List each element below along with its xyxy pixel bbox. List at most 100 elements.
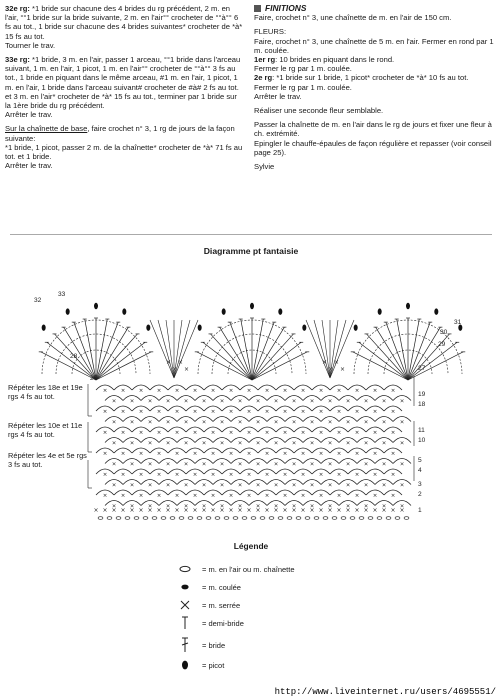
inner-fan-stitch: [173, 319, 183, 379]
mesh-arch: [194, 479, 214, 485]
fan-double-crochet: [396, 318, 409, 381]
legend-item-label: = picot: [202, 660, 225, 670]
mesh-arch: [185, 489, 205, 496]
base-single-crochet: ×: [300, 507, 305, 514]
single-crochet-mark: ×: [283, 493, 288, 499]
single-crochet-mark: ×: [211, 409, 216, 415]
base-chain-stitch: [97, 516, 104, 520]
mesh-arch: [248, 416, 268, 422]
mesh-arch: [257, 468, 277, 475]
picot-mark: [278, 308, 283, 315]
row-number: 10: [418, 437, 426, 444]
mesh-arch: [131, 405, 151, 412]
mesh-arch: [257, 447, 277, 454]
mesh-arch: [113, 468, 133, 475]
single-crochet-mark: ×: [184, 399, 189, 405]
mesh-arch: [392, 500, 412, 506]
row-32-label: 32e rg:: [5, 4, 30, 13]
mesh-arch: [122, 416, 142, 422]
single-crochet-mark: ×: [193, 388, 198, 394]
single-crochet-mark: ×: [193, 430, 198, 436]
inner-fan-stitch: [329, 319, 347, 379]
mesh-arch: [221, 447, 241, 454]
mesh-arch: [221, 426, 241, 433]
mesh-arch: [113, 426, 133, 433]
single-crochet-mark: ×: [211, 430, 216, 436]
single-crochet-mark: ×: [211, 493, 216, 499]
mesh-arch: [365, 426, 385, 433]
source-url: http://www.liveinternet.ru/users/4695551…: [274, 687, 496, 697]
mesh-arch: [122, 395, 142, 401]
mesh-arch: [347, 384, 367, 391]
mesh-arch: [383, 468, 403, 475]
mesh-arch: [257, 384, 277, 391]
single-crochet-mark: ×: [130, 462, 135, 468]
single-crochet-mark: ×: [157, 388, 162, 394]
mesh-arch: [176, 395, 196, 401]
single-crochet-mark: ×: [283, 409, 288, 415]
single-crochet-mark: ×: [346, 504, 351, 510]
repeat-note-10: Répéter les 10e et 11e rgs 4 fs au tot.: [8, 421, 83, 439]
mesh-arch: [167, 384, 187, 391]
mesh-arch: [275, 405, 295, 412]
chain-icon: [170, 561, 200, 577]
fan-double-crochet: [219, 326, 253, 381]
mesh-arch: [149, 489, 169, 496]
mesh-arch: [239, 468, 259, 475]
fan-double-crochet: [46, 341, 97, 381]
single-crochet-mark: ×: [400, 441, 405, 447]
section-divider: [10, 234, 492, 235]
mesh-arch: [275, 426, 295, 433]
single-crochet-mark: ×: [202, 504, 207, 510]
fan-double-crochet: [229, 321, 253, 381]
single-crochet-mark: ×: [238, 399, 243, 405]
base-chain-stitch: [349, 516, 356, 520]
mesh-arch: [284, 500, 304, 506]
single-crochet-mark: ×: [238, 420, 243, 426]
mesh-arch: [122, 458, 142, 464]
base-chain-stitch: [376, 516, 383, 520]
base-chain-stitch: [214, 516, 221, 520]
single-crochet-mark: ×: [355, 472, 360, 478]
mesh-arch: [113, 405, 133, 412]
mesh-arch: [239, 426, 259, 433]
mesh-arch: [392, 479, 412, 485]
single-crochet-mark: ×: [265, 388, 270, 394]
mesh-arch: [104, 416, 124, 422]
single-crochet-mark: ×: [301, 472, 306, 478]
mesh-arch: [347, 447, 367, 454]
single-crochet-mark: ×: [355, 430, 360, 436]
fan-double-crochet: [407, 321, 431, 381]
base-chain-stop: Arrêter le trav.: [5, 161, 53, 171]
mesh-arch: [113, 384, 133, 391]
picot-mark: [377, 308, 382, 315]
fan-double-crochet: [366, 333, 409, 381]
repeat-note-18: Répéter les 18e et 19e rgs 4 fs au tot.: [8, 383, 83, 401]
mesh-arch: [338, 437, 358, 443]
base-chain-stitch: [394, 516, 401, 520]
legend-item-label: = demi-bride: [202, 618, 244, 628]
single-crochet-mark: ×: [229, 388, 234, 394]
mesh-arch: [149, 447, 169, 454]
inner-fan-stitch: [329, 319, 355, 379]
base-chain-stitch: [187, 516, 194, 520]
base-chain-stitch: [277, 516, 284, 520]
mesh-arch: [203, 447, 223, 454]
base-single-crochet: ×: [174, 507, 179, 514]
single-crochet-mark: ×: [319, 409, 324, 415]
single-crochet-mark: ×: [193, 493, 198, 499]
mesh-arch: [383, 489, 403, 496]
pin-line: Epingler le chauffe-épaules de façon rég…: [254, 138, 492, 157]
single-crochet-mark: ×: [373, 451, 378, 457]
mesh-arch: [149, 405, 169, 412]
single-crochet-mark: ×: [247, 430, 252, 436]
mesh-arch: [293, 405, 313, 412]
single-crochet-mark: ×: [400, 420, 405, 426]
mesh-arch: [374, 500, 394, 506]
base-single-crochet: ×: [309, 507, 314, 514]
mesh-arch: [140, 437, 160, 443]
single-crochet-mark: ×: [103, 451, 108, 457]
row-32-turn: Tourner le trav.: [5, 40, 56, 50]
base-single-crochet: ×: [336, 507, 341, 514]
mesh-arch: [95, 384, 115, 391]
